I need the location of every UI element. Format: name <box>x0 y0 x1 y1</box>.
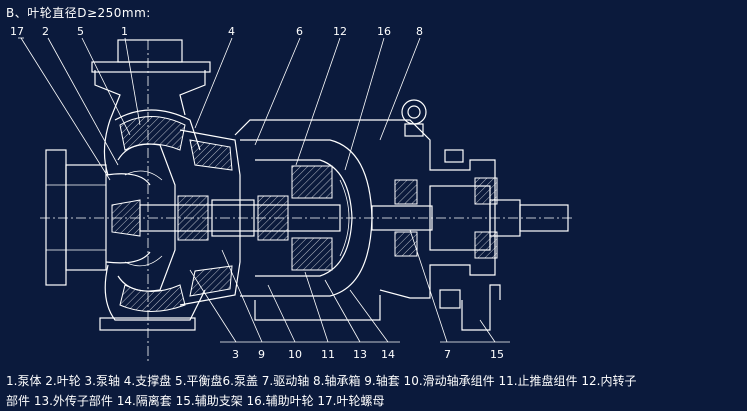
callout-5: 5 <box>77 25 84 38</box>
pump-cover <box>179 129 241 306</box>
callout-16: 16 <box>377 25 391 38</box>
callout-13: 13 <box>353 348 367 361</box>
callout-11: 11 <box>321 348 335 361</box>
callout-6: 6 <box>296 25 303 38</box>
callout-leaders <box>18 37 510 343</box>
callout-12: 12 <box>333 25 347 38</box>
callout-9: 9 <box>258 348 265 361</box>
callout-7: 7 <box>444 348 451 361</box>
magnetic-coupling <box>240 139 373 297</box>
auxiliary-bracket <box>461 284 501 331</box>
callout-10: 10 <box>288 348 302 361</box>
legend-line-1: 1.泵体 2.叶轮 3.泵轴 4.支撑盘 5.平衡盘6.泵盖 7.驱动轴 8.轴… <box>6 374 637 388</box>
callout-3: 3 <box>232 348 239 361</box>
callout-17: 17 <box>10 25 24 38</box>
callout-15: 15 <box>490 348 504 361</box>
callout-2: 2 <box>42 25 49 38</box>
pump-shaft <box>139 195 341 241</box>
pump-section-drawing: 17 2 5 1 4 6 12 16 8 3 9 10 11 13 14 7 1… <box>10 25 575 362</box>
figure-title: B、叶轮直径D≥250mm: <box>6 6 151 20</box>
suction-flange <box>45 149 151 286</box>
callout-8: 8 <box>416 25 423 38</box>
parts-legend: 1.泵体 2.叶轮 3.泵轴 4.支撑盘 5.平衡盘6.泵盖 7.驱动轴 8.轴… <box>6 371 746 411</box>
callout-14: 14 <box>381 348 395 361</box>
drive-shaft <box>371 177 569 259</box>
impeller <box>111 143 176 292</box>
legend-line-2: 部件 13.外传子部件 14.隔离套 15.辅助支架 16.辅助叶轮 17.叶轮… <box>6 394 385 408</box>
callout-numbers: 17 2 5 1 4 6 12 16 8 3 9 10 11 13 14 7 1… <box>10 25 504 361</box>
bearing-housing <box>234 99 496 321</box>
callout-4: 4 <box>228 25 235 38</box>
callout-1: 1 <box>121 25 128 38</box>
